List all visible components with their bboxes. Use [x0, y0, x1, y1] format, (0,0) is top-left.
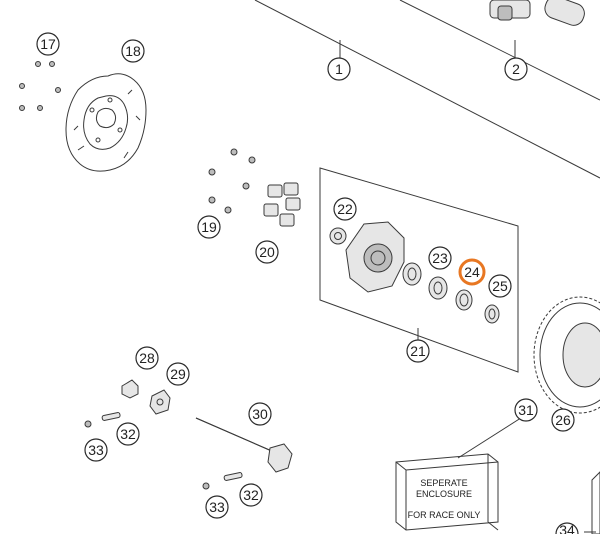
- svg-text:23: 23: [432, 250, 448, 266]
- swingarm-outline: [254, 0, 600, 179]
- hub-assembly-panel: [319, 167, 519, 373]
- callout-31[interactable]: 31: [514, 398, 538, 422]
- svg-text:21: 21: [410, 343, 426, 359]
- svg-text:20: 20: [259, 244, 275, 260]
- svg-text:31: 31: [518, 402, 534, 418]
- svg-text:18: 18: [125, 43, 141, 59]
- enclosure-box: SEPERATE ENCLOSURE FOR RACE ONLY: [395, 415, 525, 531]
- enclosure-line-2: ENCLOSURE: [416, 489, 472, 499]
- callout-33-lower[interactable]: 33: [205, 495, 229, 519]
- callout-34[interactable]: 34: [555, 522, 579, 534]
- svg-text:22: 22: [337, 201, 353, 217]
- callout-20[interactable]: 20: [255, 240, 279, 264]
- brake-disc: [65, 73, 147, 172]
- callout-17[interactable]: 17: [36, 32, 60, 56]
- callout-26[interactable]: 26: [551, 408, 575, 432]
- svg-text:33: 33: [209, 499, 225, 515]
- svg-text:19: 19: [201, 219, 217, 235]
- svg-text:34: 34: [559, 522, 575, 534]
- svg-text:30: 30: [252, 406, 268, 422]
- callout-18[interactable]: 18: [121, 39, 145, 63]
- bearings: [402, 262, 500, 324]
- callout-2[interactable]: 2: [504, 57, 528, 81]
- callout-32-lower[interactable]: 32: [239, 483, 263, 507]
- svg-text:32: 32: [243, 487, 259, 503]
- svg-text:17: 17: [40, 36, 56, 52]
- rubber-dampers: [263, 182, 301, 227]
- callout-19[interactable]: 19: [197, 215, 221, 239]
- sprocket-nuts: [208, 148, 256, 214]
- rear-sprocket: [533, 296, 600, 414]
- svg-text:26: 26: [555, 412, 571, 428]
- svg-text:33: 33: [88, 442, 104, 458]
- sprocket-carrier: [329, 221, 405, 293]
- enclosure-line-1: SEPERATE: [420, 478, 467, 488]
- callout-32-upper[interactable]: 32: [116, 422, 140, 446]
- callout-21[interactable]: 21: [406, 339, 430, 363]
- chain-adjuster-pieces: [121, 379, 171, 415]
- adjuster-screws: [84, 412, 243, 490]
- callout-24-highlighted[interactable]: 24: [458, 258, 486, 286]
- callout-33-upper[interactable]: 33: [84, 438, 108, 462]
- wheel-axle: [195, 417, 293, 473]
- svg-text:1: 1: [335, 61, 343, 77]
- callout-1[interactable]: 1: [327, 57, 351, 81]
- callout-29[interactable]: 29: [166, 362, 190, 386]
- callout-28[interactable]: 28: [135, 346, 159, 370]
- svg-text:32: 32: [120, 426, 136, 442]
- callout-23[interactable]: 23: [428, 246, 452, 270]
- corner-part: [584, 471, 600, 534]
- svg-text:29: 29: [170, 366, 186, 382]
- svg-text:2: 2: [512, 61, 520, 77]
- svg-text:24: 24: [464, 264, 480, 280]
- chain-adjuster-part: [489, 0, 585, 26]
- callout-22[interactable]: 22: [333, 197, 357, 221]
- svg-text:25: 25: [492, 278, 508, 294]
- disc-bolts: [19, 61, 61, 111]
- callout-30[interactable]: 30: [248, 402, 272, 426]
- callout-25[interactable]: 25: [488, 274, 512, 298]
- enclosure-line-3: FOR RACE ONLY: [408, 510, 481, 520]
- svg-text:28: 28: [139, 350, 155, 366]
